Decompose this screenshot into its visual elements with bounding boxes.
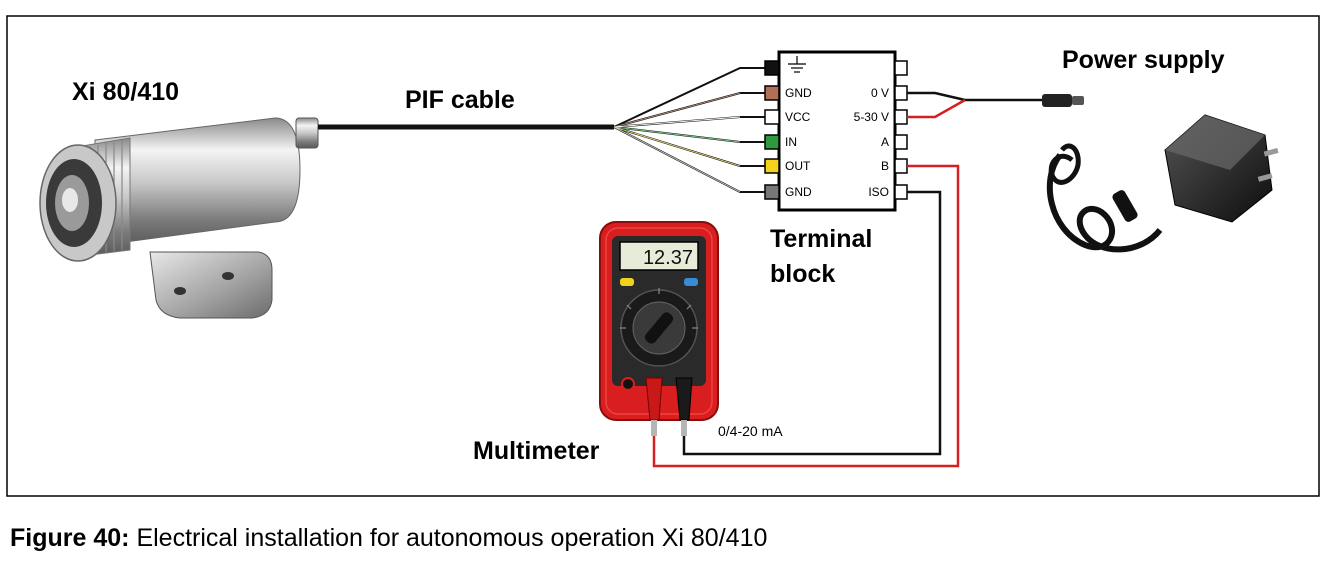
power-wires [907, 91, 1084, 119]
terminal-label-gnd: GND [785, 86, 812, 100]
terminal-label-in: IN [785, 135, 797, 149]
terminal-label-0v: 0 V [871, 86, 889, 100]
figure-caption: Figure 40: Electrical installation for a… [10, 524, 767, 553]
pif-cable [318, 67, 765, 193]
terminal-b [894, 158, 908, 174]
terminal-block: GND VCC IN OUT GND 0 V 5-30 V A B ISO [764, 50, 908, 212]
diagram-border [6, 15, 1320, 497]
terminal-label-b: B [881, 159, 889, 173]
terminal-a [894, 134, 908, 150]
terminal-0v [894, 85, 908, 101]
terminal-block-label-line1: Terminal [770, 225, 872, 253]
terminal-5-30v [894, 109, 908, 125]
terminal-out [764, 158, 780, 174]
terminal-iso [894, 184, 908, 200]
terminal-vcc [764, 109, 780, 125]
multimeter-display [619, 241, 699, 271]
terminal-in [764, 134, 780, 150]
terminal-label-gnd-2: GND [785, 185, 812, 199]
terminal-block-label-line2: block [770, 260, 835, 288]
terminal-label-out: OUT [785, 159, 811, 173]
figure-caption-text: Electrical installation for autonomous o… [136, 524, 768, 552]
sensor-label: Xi 80/410 [72, 78, 179, 106]
power-adapter-icon [1046, 114, 1279, 253]
terminal-label-vcc: VCC [785, 110, 811, 124]
current-range-label: 0/4-20 mA [718, 423, 783, 439]
multimeter-icon: 12.37 [599, 221, 719, 436]
terminal-label-a: A [881, 135, 889, 149]
terminal-label-iso: ISO [868, 185, 889, 199]
sensor-icon [39, 117, 319, 319]
multimeter-label: Multimeter [473, 437, 600, 465]
multimeter-wires [652, 164, 960, 468]
ground-symbol-icon [788, 56, 806, 73]
figure-number: Figure 40: [10, 524, 130, 552]
cable-label: PIF cable [405, 86, 515, 114]
power-supply-label: Power supply [1062, 46, 1225, 74]
multimeter-reading: 12.37 [643, 247, 693, 269]
terminal-gnd-2 [764, 184, 780, 200]
terminal-ground [764, 60, 780, 76]
terminal-label-5-30v: 5-30 V [854, 110, 889, 124]
terminal-gnd [764, 85, 780, 101]
